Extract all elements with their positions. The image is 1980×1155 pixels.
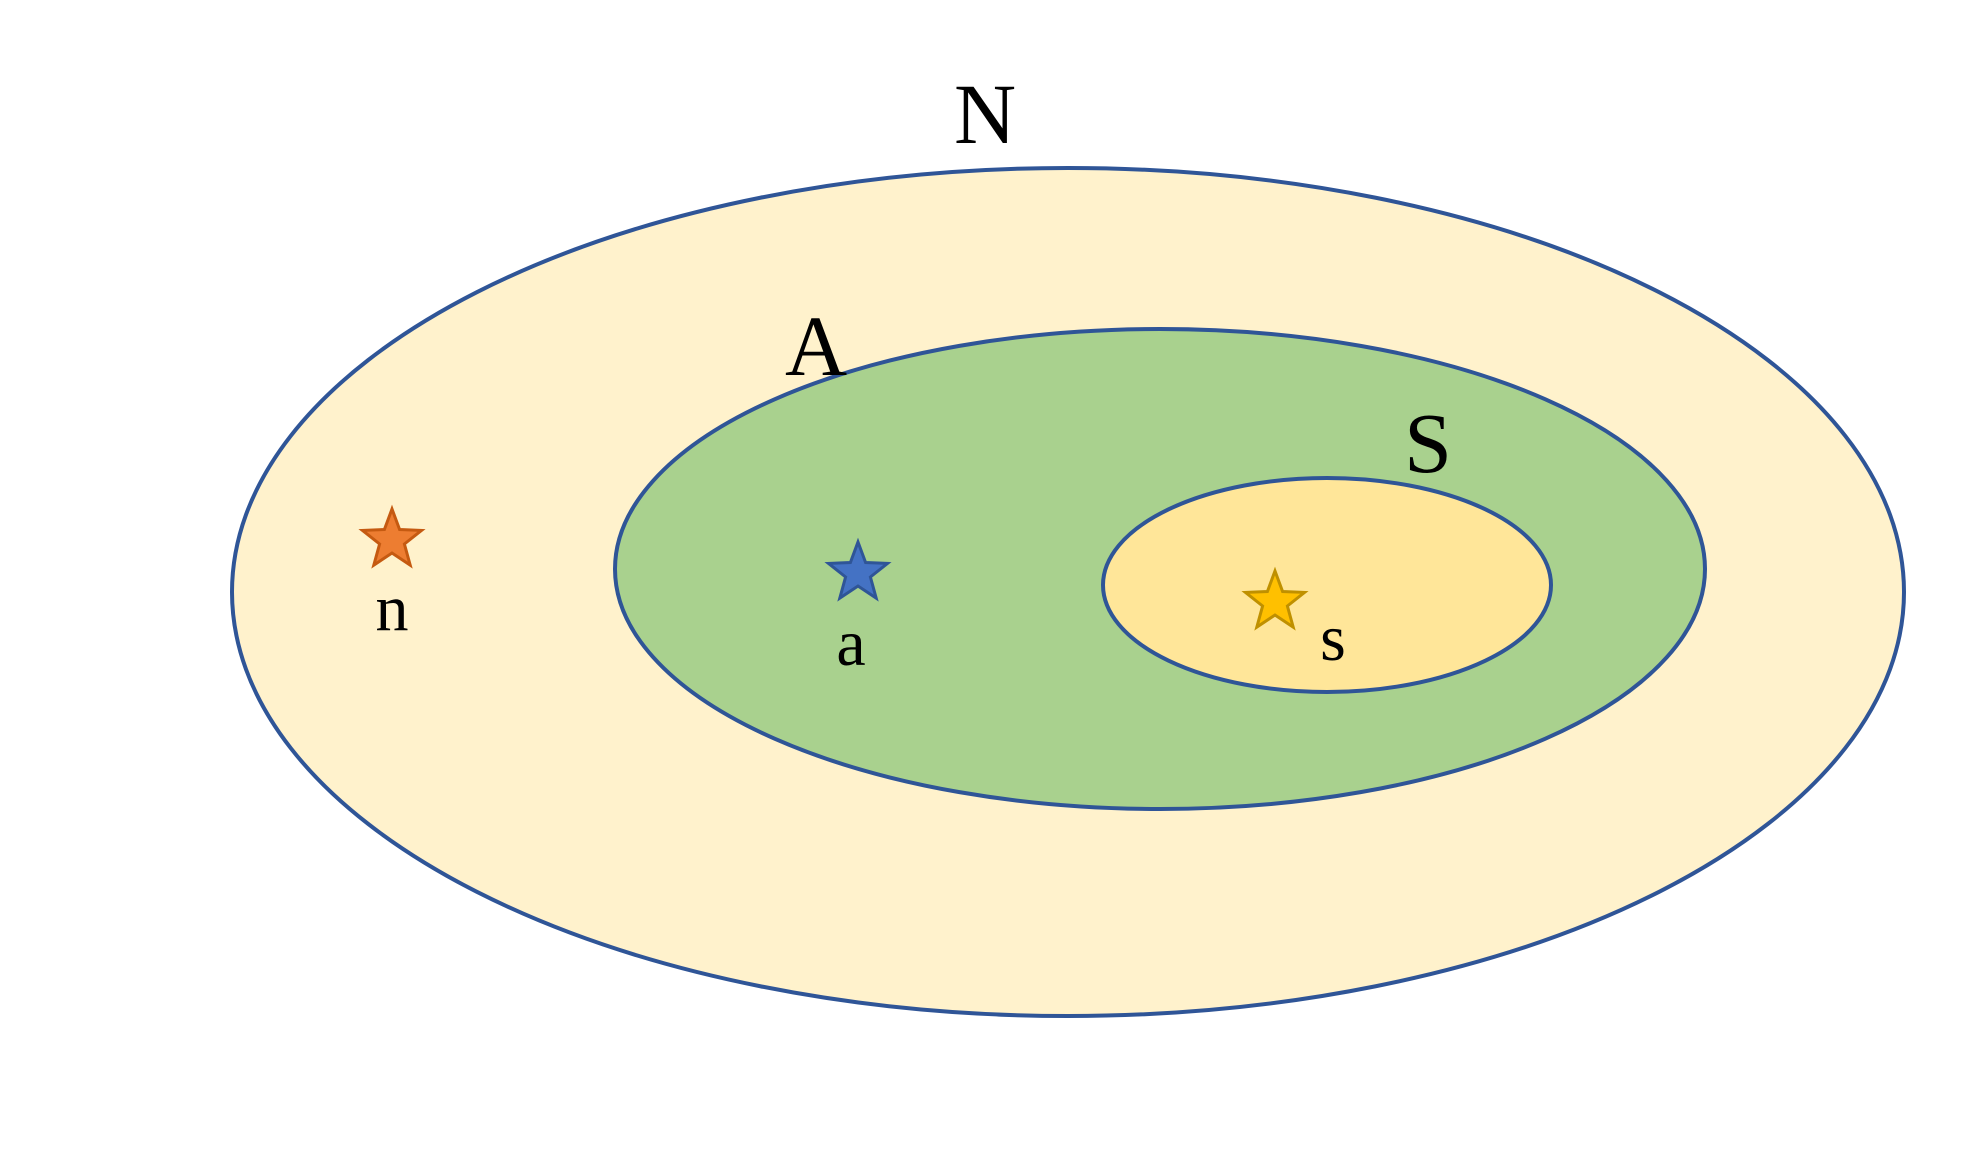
set-s-ellipse: [1101, 476, 1553, 694]
set-a-label: A: [785, 298, 847, 394]
star-icon: [1241, 566, 1309, 631]
star-icon: [358, 504, 426, 569]
set-s-label: S: [1404, 395, 1452, 491]
set-n-label: N: [954, 66, 1016, 162]
point-a-label: a: [836, 607, 865, 680]
star-icon: [824, 537, 892, 602]
point-s-label: s: [1320, 602, 1346, 675]
point-n-label: n: [376, 572, 409, 645]
